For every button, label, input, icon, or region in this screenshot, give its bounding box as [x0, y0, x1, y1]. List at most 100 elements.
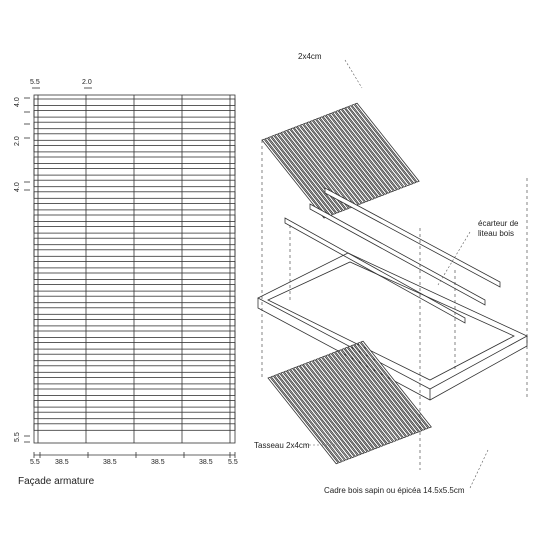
dim-bottom-3: 38.5	[103, 459, 117, 466]
top-slat	[338, 108, 404, 189]
top-slat	[270, 135, 337, 215]
facade-slat	[33, 249, 236, 257]
top-slat	[309, 120, 375, 200]
top-slat	[293, 126, 359, 207]
facade-slat	[33, 237, 236, 246]
facade-slat	[33, 156, 236, 164]
top-slat	[354, 102, 420, 183]
top-slat	[267, 136, 334, 216]
dim-bottom-5: 38.5	[199, 459, 213, 466]
facade-slat	[33, 295, 236, 304]
label-tasseau: Tasseau 2x4cm	[254, 441, 310, 450]
facade-slat	[33, 400, 236, 408]
facade-slat	[33, 318, 236, 327]
facade-slat	[33, 133, 236, 141]
bottom-slat	[312, 359, 384, 447]
facade-slat	[33, 423, 236, 431]
top-slat	[328, 112, 395, 193]
facade-slat	[33, 226, 236, 234]
facade-slat	[33, 272, 236, 280]
top-slat	[283, 130, 350, 210]
bottom-slat	[273, 374, 346, 462]
top-slat	[296, 125, 362, 205]
dim-left-1: 4.0	[14, 97, 21, 107]
bottom-slat	[325, 354, 397, 442]
top-slat	[325, 113, 391, 194]
top-slat	[351, 103, 417, 184]
top-slat	[319, 116, 385, 197]
dim-bottom-4: 38.5	[151, 459, 165, 466]
bottom-slat	[289, 368, 362, 456]
top-slat	[322, 115, 388, 195]
facade-title: Façade armature	[18, 476, 95, 487]
dim-bottom-1: 5.5	[30, 459, 40, 466]
top-slat	[335, 110, 401, 190]
spacer-batten	[324, 187, 501, 288]
facade-slat	[33, 214, 236, 222]
label-top-slat-size: 2x4cm	[298, 52, 322, 61]
bottom-slat	[334, 350, 407, 439]
bottom-slat	[357, 341, 429, 430]
facade-slat	[33, 365, 236, 373]
label-spacer-line1: écarteur de	[478, 219, 519, 228]
bottom-slat	[337, 349, 410, 437]
bottom-slat	[315, 358, 388, 446]
facade-slat	[33, 168, 236, 176]
facade-slats	[33, 98, 236, 431]
facade-slat	[33, 353, 236, 362]
bottom-slat	[353, 343, 426, 431]
label-spacer-line2: liteau bois	[478, 229, 515, 238]
bottom-slat	[296, 365, 368, 454]
top-slat	[341, 107, 407, 188]
facade-slat	[33, 179, 236, 188]
top-slat	[344, 106, 411, 187]
bottom-slat	[318, 356, 391, 445]
spacer-batten	[284, 217, 466, 324]
facade-slat	[33, 376, 236, 385]
bottom-slat	[280, 371, 352, 460]
bottom-slat	[293, 366, 365, 455]
top-slat	[299, 123, 366, 204]
facade-slat	[33, 110, 236, 118]
bottom-slat	[350, 344, 423, 432]
top-slat	[347, 105, 414, 185]
bottom-slat	[328, 353, 400, 441]
frame-inner	[267, 261, 515, 381]
facade-slat	[33, 411, 236, 420]
top-slat-panel	[261, 102, 420, 219]
bottom-slat	[309, 360, 381, 449]
dim-bottom-2: 38.5	[55, 459, 69, 466]
bottom-slat	[276, 373, 349, 461]
dim-left-2: 2.0	[14, 136, 21, 146]
bottom-slat	[360, 340, 432, 429]
bottom-slat	[321, 355, 394, 444]
construction-lines	[261, 140, 528, 470]
isometric-exploded-view	[257, 59, 528, 489]
bottom-slat	[341, 348, 413, 436]
bottom-slat	[270, 375, 343, 464]
bottom-slat	[331, 351, 404, 440]
spacer-batten	[309, 203, 486, 306]
top-slat	[331, 111, 398, 192]
dim-bottom-6: 5.5	[228, 459, 238, 466]
bottom-slat	[267, 376, 339, 465]
facade-dimension-ticks	[24, 87, 236, 458]
facade-slat	[33, 191, 236, 199]
facade-outer-frame	[33, 94, 236, 444]
facade-slat	[33, 260, 236, 269]
dim-left-3: 4.0	[14, 182, 21, 192]
top-slat	[306, 121, 372, 202]
top-slat	[315, 117, 382, 198]
facade-slat	[33, 202, 236, 211]
bottom-slat	[283, 370, 355, 459]
facade-slat	[33, 342, 236, 350]
facade-slat	[33, 121, 236, 130]
bottom-slat	[347, 345, 420, 434]
bottom-slat	[286, 369, 359, 457]
facade-elevation	[24, 87, 236, 458]
facade-slat	[33, 330, 236, 338]
facade-slat	[33, 307, 236, 315]
bottom-slat	[305, 361, 378, 450]
dim-left-4: 5.5	[14, 432, 21, 442]
